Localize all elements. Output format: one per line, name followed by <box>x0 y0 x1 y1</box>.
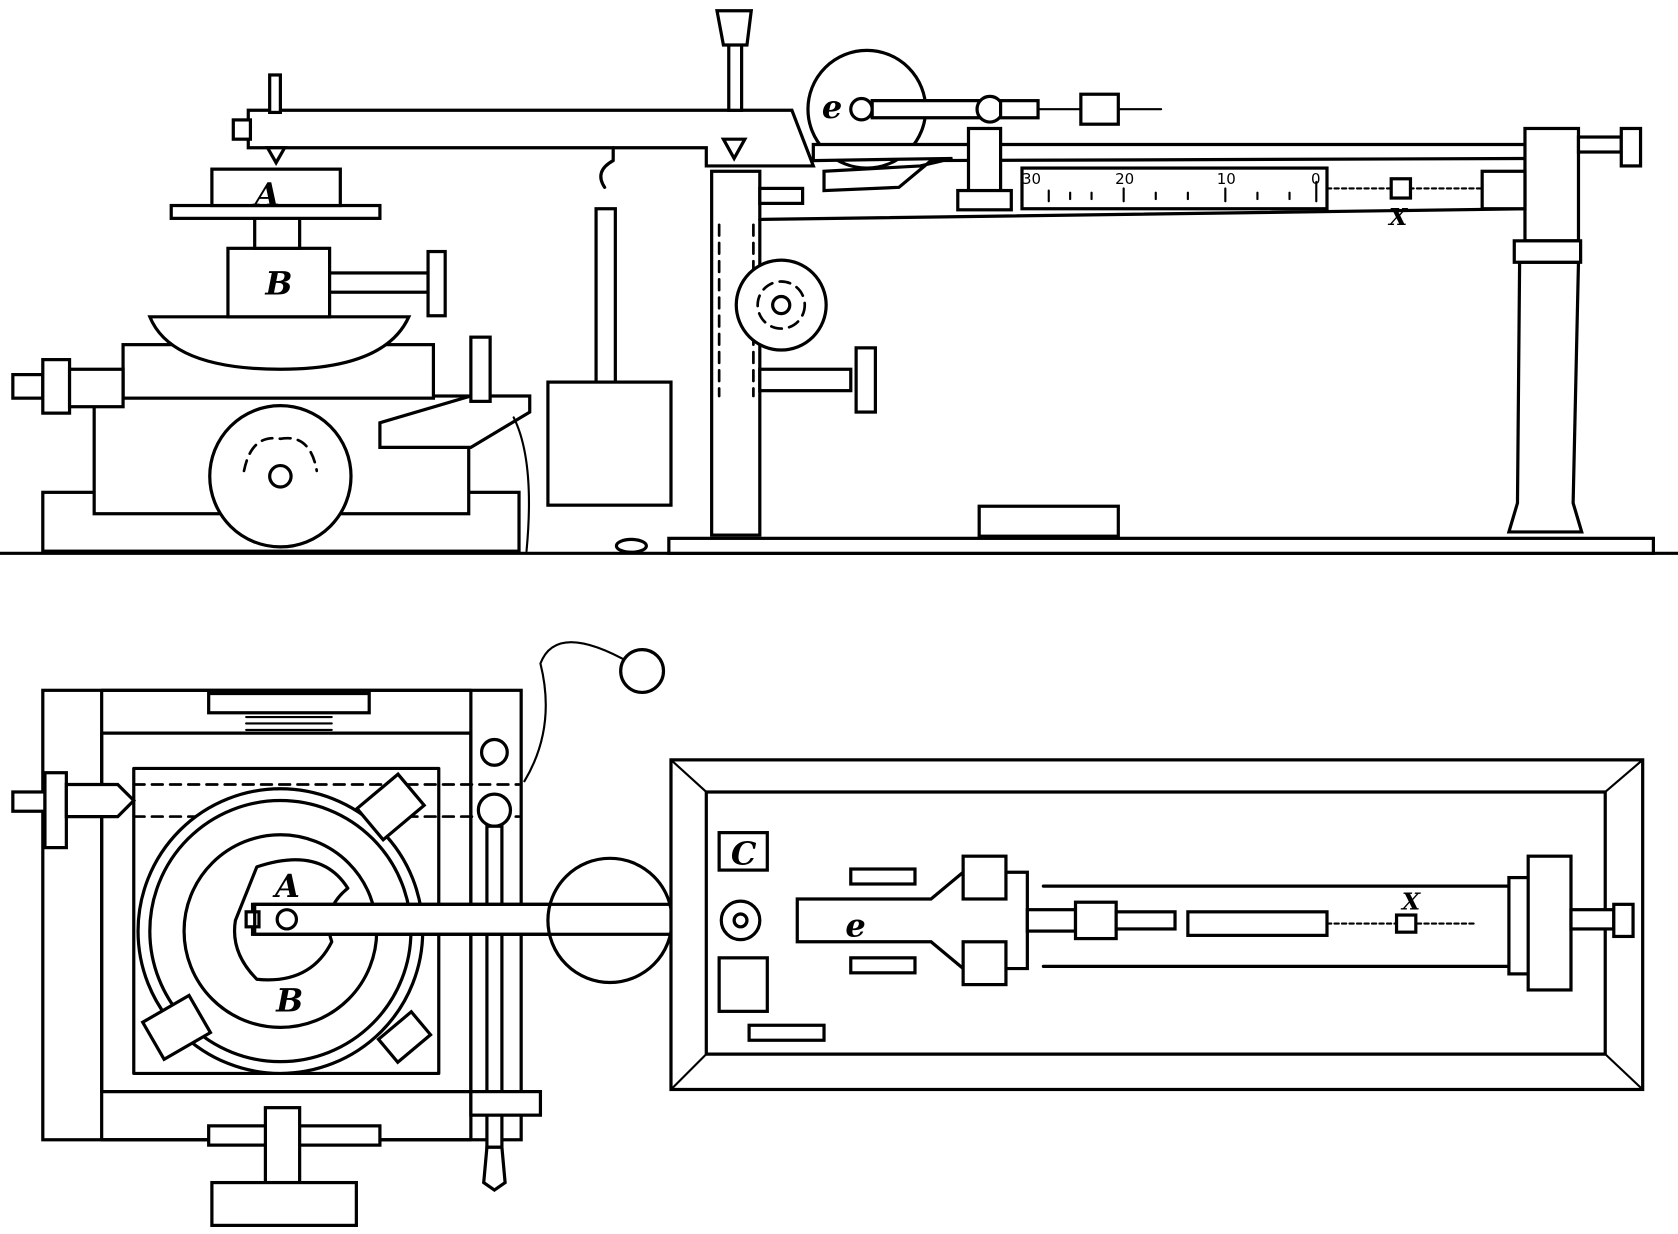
left-knob[interactable] <box>41 358 72 415</box>
arm-knob[interactable] <box>1079 92 1120 126</box>
label-b-side: B <box>264 264 292 302</box>
micrometer-knob[interactable] <box>1073 900 1118 941</box>
top-screw[interactable] <box>727 41 744 112</box>
drive-wheel <box>208 404 353 549</box>
pillar-knob-top[interactable] <box>1612 902 1635 939</box>
pillar-top <box>1526 854 1573 992</box>
knob-b[interactable] <box>426 249 447 318</box>
bowl <box>147 315 412 371</box>
lamp <box>619 648 666 695</box>
label-x-side: X <box>1387 203 1409 231</box>
side-view: B A <box>0 9 1678 555</box>
right-pillar <box>1506 260 1584 534</box>
top-view: A B C e <box>11 641 1645 1227</box>
balance-arm <box>246 108 816 168</box>
scale-30: 30 <box>1022 170 1041 188</box>
label-b-top: B <box>275 981 303 1019</box>
label-c-top: C <box>731 835 757 873</box>
c-knob[interactable] <box>747 1023 826 1042</box>
scale-bar <box>1020 166 1329 211</box>
clamp-screw[interactable] <box>469 335 492 403</box>
scale-ticks <box>1047 180 1318 203</box>
column-wheel <box>734 258 828 352</box>
label-a-side: A <box>252 176 280 214</box>
column-knob[interactable] <box>854 346 877 414</box>
scale-10: 10 <box>1217 170 1236 188</box>
weight-box <box>546 380 673 507</box>
scale-bar-top <box>1186 910 1329 937</box>
scale-20: 20 <box>1115 170 1134 188</box>
right-base <box>667 536 1655 555</box>
label-a-top: A <box>272 867 300 905</box>
specimen-a-top <box>233 858 350 982</box>
specimen-a <box>210 167 342 208</box>
label-e-top: e <box>845 906 865 944</box>
scale-0: 0 <box>1311 170 1321 188</box>
top-left-knob[interactable] <box>43 771 68 850</box>
label-x-top: X <box>1400 888 1422 916</box>
label-e-side: e <box>822 88 842 126</box>
disc-top <box>546 856 674 985</box>
pillar-knob[interactable] <box>1619 126 1643 168</box>
bottom-knob[interactable] <box>210 1180 358 1227</box>
